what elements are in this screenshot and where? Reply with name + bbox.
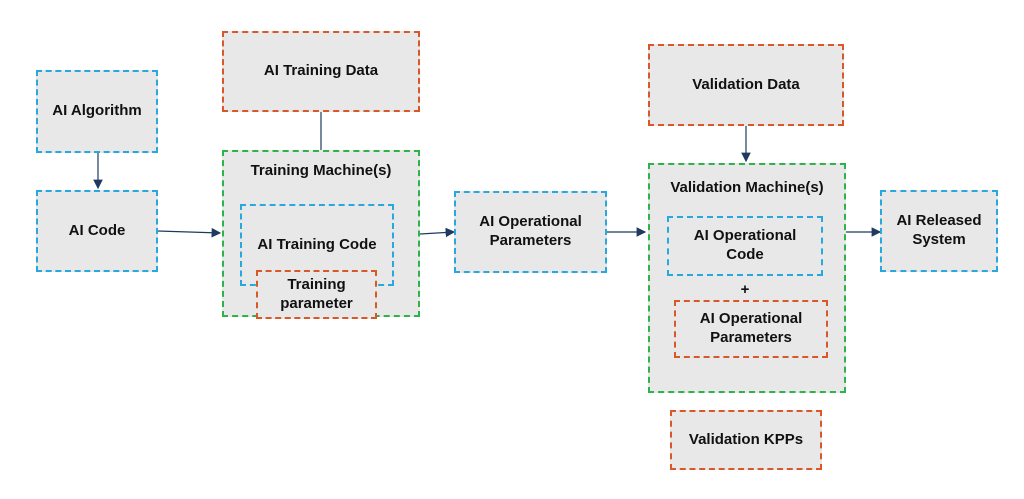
validation-machines-label: Validation Machine(s) (670, 179, 824, 196)
ai-training-data-label: AI Training Data (263, 62, 379, 80)
arrow-code-to-training (157, 227, 222, 238)
ai-training-code-label: AI Training Code (257, 236, 377, 253)
validation-data-label: Validation Data (692, 75, 800, 93)
ai-operational-parameters-label: AI Operational Parameters (479, 213, 582, 249)
ai-code-box: AI Code (36, 190, 158, 272)
ai-operational-code-box: AI Operational Code (667, 216, 823, 276)
validation-kpps-box: Validation KPPs (670, 410, 822, 470)
arrow-training-to-opparams (419, 227, 456, 238)
inner-ai-operational-parameters-box: AI Operational Parameters (674, 300, 828, 358)
training-parameter-label: Training parameter (280, 275, 353, 312)
inner-ai-operational-parameters-label: AI Operational Parameters (699, 310, 803, 346)
ai-algorithm-label: AI Algorithm (52, 102, 142, 120)
ai-algorithm-box: AI Algorithm (36, 70, 158, 153)
ai-code-label: AI Code (68, 221, 126, 239)
validation-kpps-label: Validation KPPs (688, 430, 804, 448)
training-machines-label: Training Machine(s) (250, 162, 392, 179)
plus-sign: + (740, 281, 750, 298)
training-parameter-box: Training parameter (256, 270, 377, 319)
ai-operational-code-label: AI Operational Code (693, 227, 797, 263)
validation-data-box: Validation Data (648, 44, 844, 126)
validation-machines-box: Validation Machine(s) (648, 163, 846, 393)
ai-operational-parameters-box: AI Operational Parameters (454, 191, 607, 273)
ai-released-system-box: AI Released System (880, 190, 998, 272)
ai-released-system-label: AI Released System (896, 212, 982, 248)
ai-training-data-box: AI Training Data (222, 31, 420, 112)
